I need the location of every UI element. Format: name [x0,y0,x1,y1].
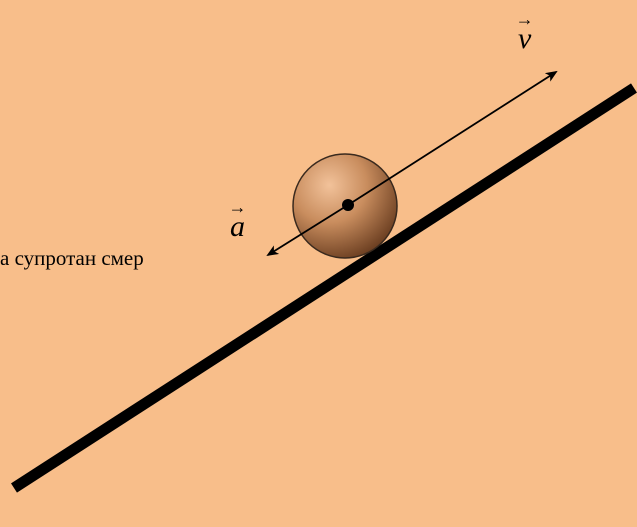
velocity-arrow [347,70,558,206]
vector-arrow-icon: → [515,9,534,29]
direction-caption: а супротан смер [0,246,144,270]
incline-line [11,83,637,493]
velocity-label: → v [515,9,534,55]
vector-arrow-icon: → [228,197,247,217]
acceleration-label: → a [228,197,247,243]
center-dot [342,199,354,211]
acceleration-arrow [266,204,349,257]
